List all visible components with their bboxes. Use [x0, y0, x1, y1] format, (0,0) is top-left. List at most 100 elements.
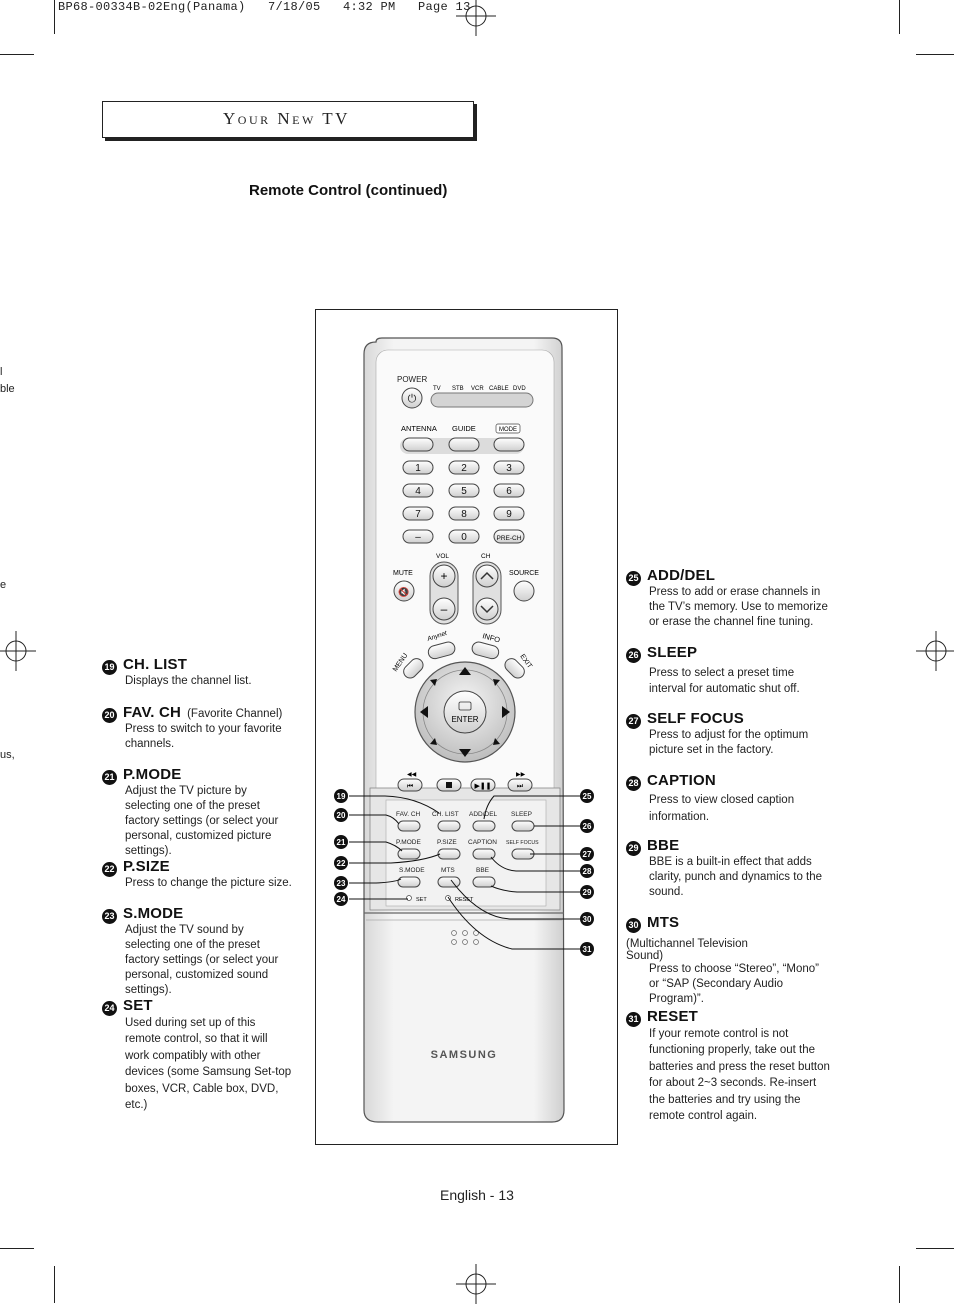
digit-4-label: 4	[415, 486, 421, 497]
crop-mark	[54, 0, 55, 34]
chapter-title: Your New TV	[223, 109, 350, 128]
guide-label: GUIDE	[452, 424, 476, 433]
item-desc: Used during set up of this remote contro…	[125, 1016, 292, 1112]
prech-label: PRE-CH	[497, 535, 522, 542]
digit-3-label: 3	[506, 463, 512, 474]
item-desc: Adjust the TV picture by selecting one o…	[125, 784, 279, 857]
svg-text:▶▶: ▶▶	[516, 772, 526, 778]
item-number: 26	[626, 647, 641, 663]
p-size-label: P.SIZE	[437, 839, 457, 846]
item-number: 19	[102, 659, 117, 675]
vol-label: VOL	[436, 553, 449, 560]
svg-text:+: +	[440, 569, 447, 583]
item-number: 22	[102, 861, 117, 877]
remote-figure-frame: POWER ⏻ TV STB VCR CABLE DVD ANTENNA GUI…	[315, 309, 618, 1145]
chapter-title-box: Your New TV	[102, 101, 474, 138]
callout-28: 28	[583, 867, 592, 876]
item-desc: BBE is a built-in effect that adds clari…	[649, 855, 823, 898]
page-footer: English - 13	[440, 1187, 514, 1203]
digit-2-label: 2	[461, 463, 467, 474]
item-number: 24	[102, 1000, 117, 1016]
callout-30: 30	[583, 915, 592, 924]
item-name: RESET	[647, 1008, 699, 1025]
registration-mark	[456, 1264, 496, 1304]
digit-7-label: 7	[415, 509, 421, 520]
callout-26: 26	[583, 822, 592, 831]
item-reset: 31 RESET If your remote control is not fu…	[626, 1008, 831, 1125]
item-desc: Press to adjust for the optimum picture …	[649, 728, 809, 756]
item-sleep: 26 SLEEP Press to select a preset time in…	[626, 644, 831, 697]
digit-0-label: 0	[461, 532, 467, 543]
registration-mark	[456, 0, 496, 36]
crop-mark	[916, 54, 954, 55]
mode-label: MODE	[499, 427, 517, 433]
item-number: 27	[626, 713, 641, 729]
digit-1-label: 1	[415, 463, 421, 474]
samsung-logo: SAMSUNG	[431, 1049, 498, 1061]
item-desc: Press to view closed caption information…	[649, 793, 795, 823]
item-desc: Press to add or erase channels in the TV…	[649, 585, 828, 628]
ch-label: CH	[481, 553, 491, 560]
remote-control-illustration: POWER ⏻ TV STB VCR CABLE DVD ANTENNA GUI…	[334, 337, 594, 1123]
item-subtitle: (Favorite Channel)	[187, 708, 283, 720]
item-desc: Press to change the picture size.	[125, 876, 292, 889]
reset-label: RESET	[455, 897, 474, 903]
mode-dvd-label: DVD	[513, 386, 526, 392]
item-name: ADD/DEL	[647, 567, 716, 584]
self-focus-label: SELF FOCUS	[506, 840, 539, 846]
edge-fragment: l	[0, 366, 3, 378]
item-name: P.SIZE	[123, 858, 170, 875]
power-label: POWER	[397, 375, 427, 384]
mute-label: MUTE	[393, 570, 413, 577]
item-name: SLEEP	[647, 644, 698, 661]
svg-text:◀◀: ◀◀	[407, 772, 417, 778]
registration-mark	[0, 631, 36, 671]
p-mode-label: P.MODE	[396, 839, 421, 846]
add-del-label: ADD/DEL	[469, 811, 498, 818]
edge-fragment: us,	[0, 749, 15, 761]
item-number: 29	[626, 840, 641, 856]
svg-text:⏭: ⏭	[517, 783, 524, 790]
edge-fragment: e	[0, 579, 7, 591]
item-number: 31	[626, 1011, 641, 1027]
caption-label: CAPTION	[468, 839, 497, 846]
fav-ch-label: FAV. CH	[396, 811, 421, 818]
item-number: 21	[102, 769, 117, 785]
crop-mark	[899, 1266, 900, 1303]
registration-mark	[916, 631, 954, 671]
callout-20: 20	[337, 811, 346, 820]
item-desc: Adjust the TV sound by selecting one of …	[125, 923, 279, 996]
item-self-focus: 27 SELF FOCUS Press to adjust for the opt…	[626, 710, 831, 758]
bbe-label: BBE	[476, 867, 490, 874]
callout-21: 21	[337, 838, 346, 847]
crop-mark	[0, 54, 34, 55]
svg-text:▶❚❚: ▶❚❚	[474, 782, 491, 790]
callout-19: 19	[337, 792, 346, 801]
digit-5-label: 5	[461, 486, 467, 497]
print-header: BP68-00334B-02Eng(Panama) 7/18/05 4:32 P…	[58, 0, 471, 14]
mts-label: MTS	[441, 867, 455, 874]
crop-mark	[916, 1248, 954, 1249]
item-name: FAV. CH	[123, 704, 182, 721]
svg-text:🔇: 🔇	[398, 586, 409, 597]
item-desc: Press to select a preset time interval f…	[649, 666, 800, 695]
crop-mark	[899, 0, 900, 34]
ch-list-label: CH. LIST	[432, 811, 459, 818]
item-desc: If your remote control is not functionin…	[649, 1027, 830, 1123]
antenna-label: ANTENNA	[401, 424, 437, 433]
enter-label: ENTER	[451, 715, 478, 724]
edge-fragment: ble	[0, 383, 15, 395]
callout-29: 29	[583, 888, 592, 897]
item-p-size: 22 P.SIZE Press to change the picture siz…	[102, 858, 292, 891]
source-label: SOURCE	[509, 570, 539, 577]
callout-24: 24	[337, 895, 346, 904]
item-name: SELF FOCUS	[647, 710, 745, 727]
mode-tv-label: TV	[433, 386, 441, 392]
